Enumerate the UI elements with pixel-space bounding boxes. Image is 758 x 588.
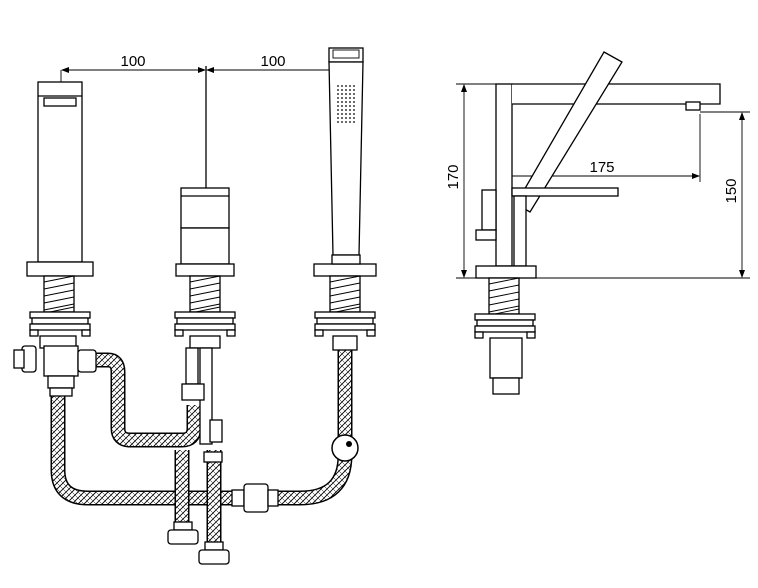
side-view: 170 150 175 — [445, 51, 750, 395]
dimension-label-reach: 175 — [589, 159, 614, 176]
dimension-label-left: 100 — [120, 53, 145, 70]
dimension-label-right: 100 — [260, 53, 285, 70]
shower-nozzle-dots — [337, 85, 355, 123]
hand-shower — [313, 47, 377, 462]
middle-mixer — [167, 187, 236, 565]
dimension-label-height-spout: 150 — [723, 178, 740, 203]
hose-coupling — [231, 483, 279, 513]
braided-hoses — [50, 345, 353, 545]
left-spout — [13, 81, 97, 397]
dimension-label-height-total: 170 — [445, 164, 462, 189]
front-dimension: 100 100 — [60, 53, 339, 188]
